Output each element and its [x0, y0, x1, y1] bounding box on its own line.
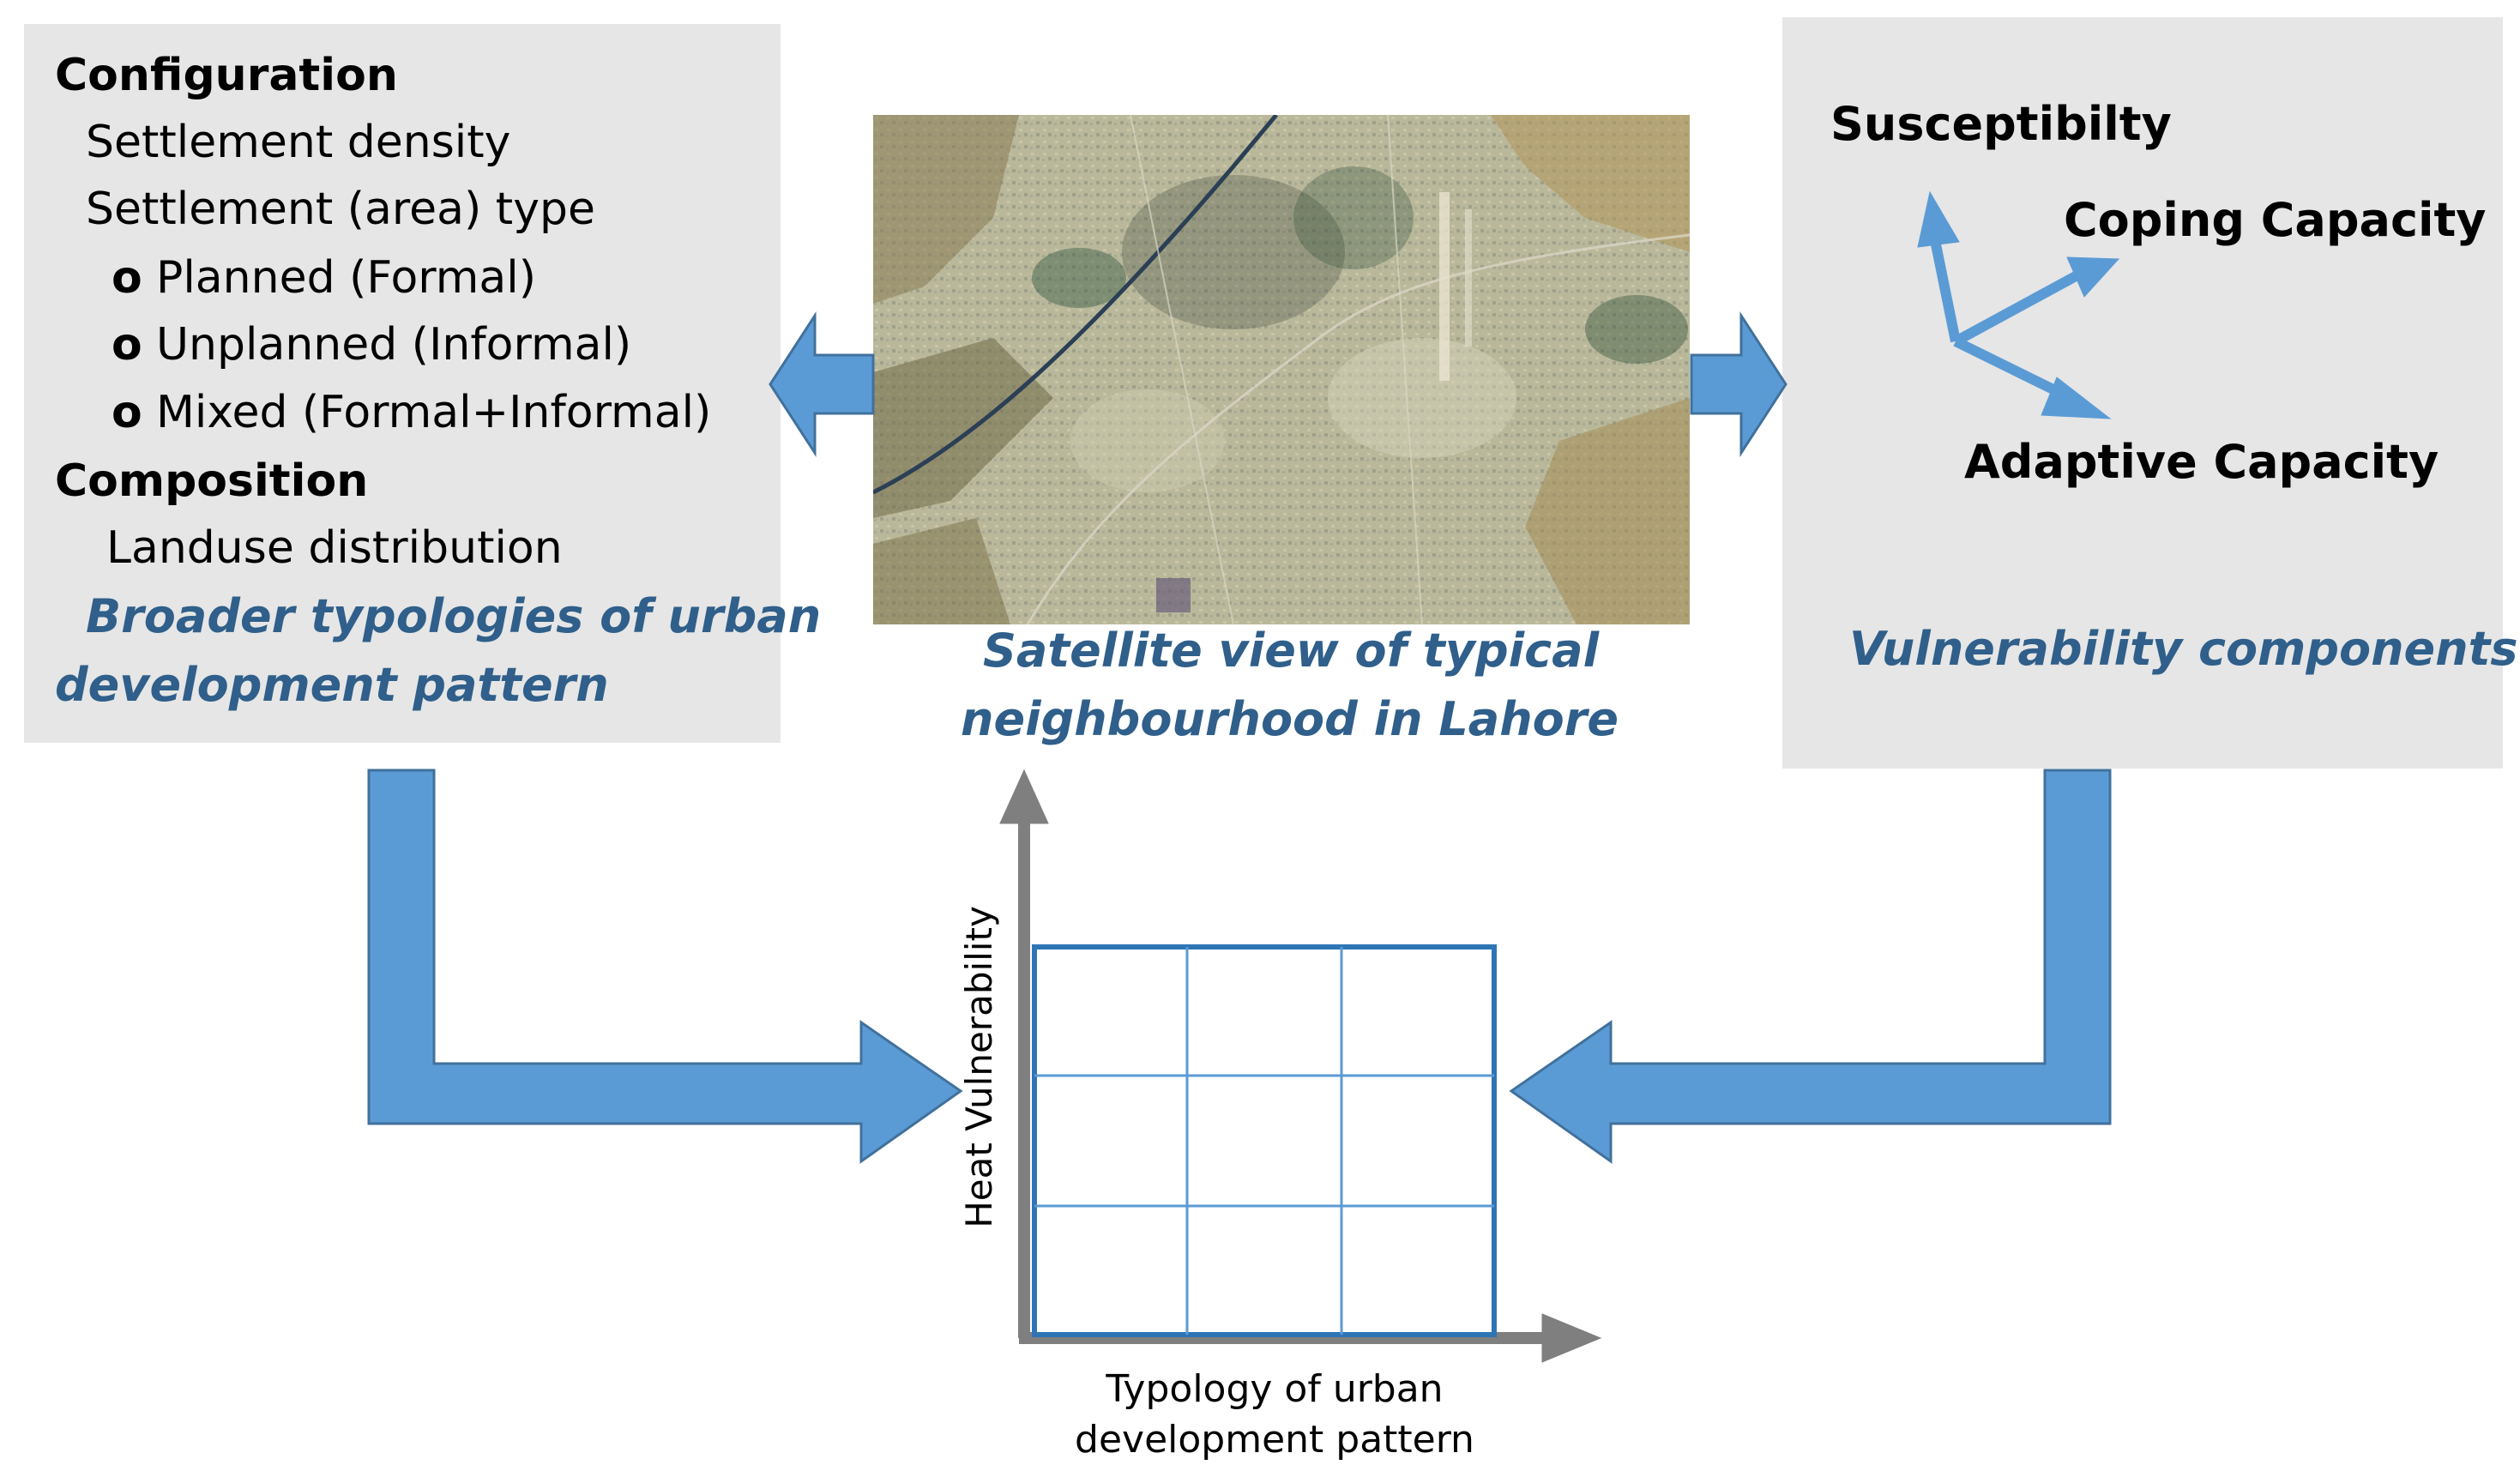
composition-heading: Composition: [55, 455, 369, 507]
bullet-marker: o: [112, 387, 142, 438]
satellite-image: [873, 115, 1690, 624]
satellite-caption-line1: Satellite view of typical: [983, 624, 1600, 678]
adaptive-capacity-label: Adaptive Capacity: [1964, 435, 2439, 489]
arrow-to-urban-panel: [769, 310, 875, 458]
bullet-marker: o: [112, 252, 142, 304]
bullet-item-label: Unplanned (Informal): [156, 319, 632, 371]
bullet-item-label: Mixed (Formal+Informal): [156, 387, 712, 438]
urban-pattern-panel: [24, 24, 781, 743]
satellite-caption-line2: neighbourhood in Lahore: [961, 692, 1619, 746]
matrix-x-axis-label: Typology of urban development pattern: [1060, 1364, 1489, 1466]
bullet-marker: o: [112, 319, 142, 371]
matrix-axes: [999, 769, 1602, 1363]
vulnerability-matrix-grid: [1032, 944, 1497, 1337]
arrow-urban-to-matrix: [367, 769, 963, 1164]
x-axis-label-line1: Typology of urban: [1106, 1367, 1444, 1411]
landuse-label: Landuse distribution: [106, 522, 563, 574]
settlement-density-label: Settlement density: [86, 117, 511, 168]
urban-typology-caption-line2: development pattern: [55, 658, 609, 712]
coping-capacity-label: Coping Capacity: [2064, 193, 2487, 247]
vulnerability-panel: [1782, 17, 2503, 769]
vulnerability-components-caption: Vulnerability components: [1849, 622, 2518, 676]
bullet-item-label: Planned (Formal): [156, 252, 536, 304]
configuration-heading: Configuration: [55, 50, 398, 101]
susceptibility-label: Susceptibilty: [1830, 97, 2172, 151]
bullet-item-mixed: o Mixed (Formal+Informal): [112, 390, 711, 435]
arrow-to-vulnerability-panel: [1690, 310, 1788, 458]
settlement-type-label: Settlement (area) type: [86, 184, 595, 235]
arrow-vulnerability-to-matrix: [1509, 769, 2112, 1164]
urban-typology-caption-line1: Broader typologies of urban: [86, 589, 822, 643]
x-axis-label-line2: development pattern: [1075, 1418, 1474, 1462]
matrix-y-axis-label: Heat Vulnerability: [958, 906, 1000, 1228]
vulnerability-component-arrows: [1917, 190, 2120, 419]
